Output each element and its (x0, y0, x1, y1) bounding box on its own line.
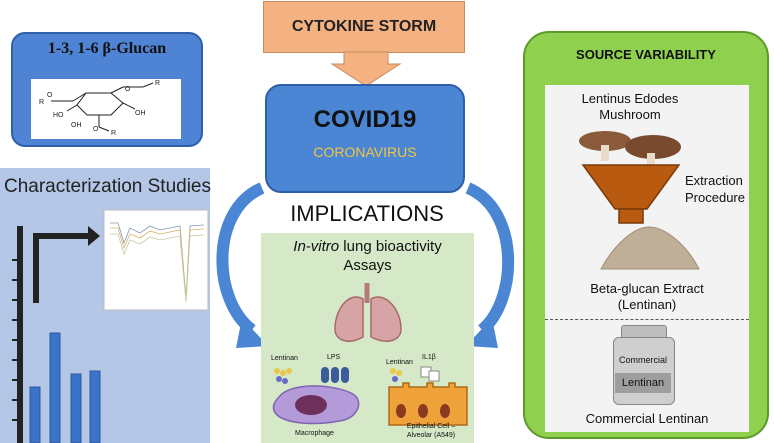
glucan-structure-panel: R O OH HO O R O R OH (31, 79, 181, 139)
characterization-title: Characterization Studies (4, 176, 211, 197)
divider (545, 319, 749, 320)
glucan-box: 1-3, 1-6 β-Glucan R O OH HO O (11, 32, 203, 147)
struct-label-oh1: OH (135, 110, 146, 117)
glucan-title-beta: β (102, 40, 111, 57)
struct-label-o2: O (125, 86, 131, 93)
source-variability-panel: SOURCE VARIABILITY Lentinus Edodes Mushr… (523, 31, 769, 439)
left-curved-arrow (216, 182, 265, 335)
assays-title-line1: In-vitro lung bioactivity (261, 238, 474, 255)
macrophage-icon (272, 367, 360, 425)
extraction-label-line2: Procedure (685, 190, 745, 205)
bar-4 (89, 370, 101, 443)
spectrum-lines (110, 222, 205, 303)
glucan-title-suffix: -Glucan (110, 40, 167, 57)
axis-ticks (12, 259, 22, 421)
struct-label-oh2: OH (71, 122, 82, 129)
bottle-icon: Commercial Lentinan (613, 325, 675, 405)
mushroom-label-line2: Mushroom (599, 107, 661, 122)
bent-arrow (33, 233, 88, 303)
extract-label-line1: Beta-glucan Extract (590, 281, 704, 296)
lungs-icon (334, 283, 402, 342)
bar-2 (49, 332, 61, 443)
powder-icon (600, 226, 700, 270)
struct-label-o1: O (47, 92, 53, 99)
struct-label-ho: HO (53, 112, 64, 119)
bar-1 (29, 386, 41, 443)
bottle-label-bottom: Lentinan (621, 377, 665, 389)
epithelial-il-label: IL1β (422, 354, 436, 361)
source-title: SOURCE VARIABILITY (576, 47, 716, 62)
assays-title-line2: Assays (343, 257, 392, 274)
epithelial-lentinan-label: Lentinan (386, 359, 413, 366)
covid-box: COVID19 CORONAVIRUS (265, 84, 465, 193)
cytokine-storm-box: CYTOKINE STORM (263, 1, 465, 53)
assays-title-rest: lung bioactivity (339, 238, 442, 255)
characterization-chart-svg (12, 209, 209, 443)
implications-label: IMPLICATIONS (290, 201, 444, 226)
epithelial-label-line1: Epithelial Cell – (406, 423, 456, 430)
characterization-panel: Characterization Studies (0, 168, 211, 443)
spectrum-inset (103, 209, 209, 311)
epithelial-icon (388, 366, 468, 426)
down-arrow-icon (330, 51, 402, 87)
covid-subtitle: CORONAVIRUS (313, 144, 417, 160)
bar-3 (70, 373, 82, 443)
struct-label-r3: R (111, 130, 116, 137)
cytokine-storm-label: CYTOKINE STORM (291, 18, 437, 35)
macrophage-lps-label: LPS (327, 354, 341, 361)
glucan-title: 1-3, 1-6 β-Glucan (13, 40, 201, 58)
extract-label-line2: (Lentinan) (617, 297, 677, 312)
commercial-label: Commercial Lentinan (585, 411, 709, 426)
bent-arrow-head (88, 226, 100, 246)
assays-panel: In-vitro lung bioactivity Assays Lentina… (261, 233, 474, 443)
source-inner-panel: Lentinus Edodes Mushroom Extraction Proc… (545, 85, 749, 432)
extraction-label-line1: Extraction (685, 173, 743, 188)
struct-label-r2: R (155, 80, 160, 87)
bottle-body (613, 337, 675, 405)
macrophage-label: Macrophage (295, 430, 334, 437)
mushroom-label-line1: Lentinus Edodes (581, 91, 679, 106)
covid-title: COVID19 (313, 106, 417, 133)
right-curved-arrow (465, 182, 514, 335)
epithelial-label-line2: Alveolar (A549) (406, 432, 456, 439)
glucan-title-prefix: 1-3, 1-6 (47, 40, 103, 57)
assays-title-italic: In-vitro (293, 238, 340, 255)
struct-label-r1: R (39, 99, 44, 106)
glucan-structure-svg: R O OH HO O R O R OH (39, 80, 160, 137)
struct-label-o3: O (93, 126, 99, 133)
mushroom-funnel-icon (579, 131, 681, 224)
bottle-label-top: Commercial (618, 355, 667, 365)
macrophage-lentinan-label: Lentinan (271, 355, 298, 362)
bottle-label-band (615, 373, 671, 393)
